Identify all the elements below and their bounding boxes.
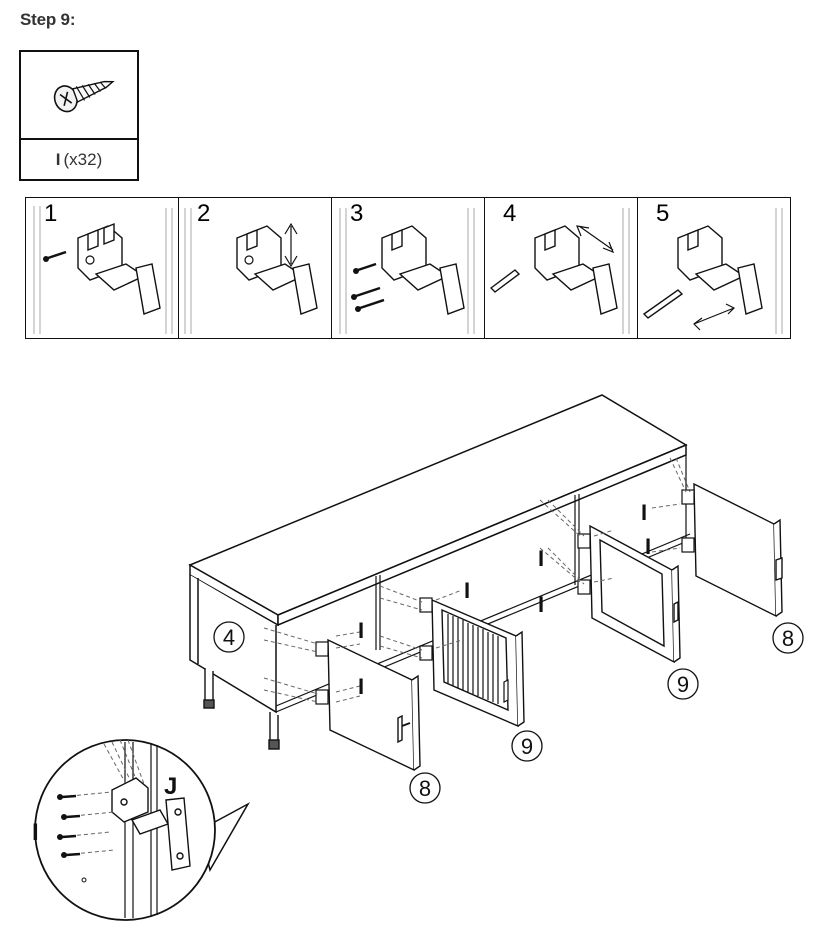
part-letter: I — [55, 149, 61, 169]
svg-text:I: I — [538, 546, 544, 571]
svg-text:I: I — [641, 500, 647, 525]
svg-text:8: 8 — [419, 776, 431, 801]
svg-text:8: 8 — [782, 626, 794, 651]
part-callout-9-right: 9 — [667, 668, 699, 700]
hinge-icon — [642, 208, 783, 334]
callout-text: 4 — [223, 625, 235, 650]
step-panel-3: 3 — [332, 198, 485, 338]
part-quantity: (x32) — [63, 149, 103, 169]
step-number: 4 — [503, 200, 517, 227]
hinge-icon — [339, 208, 475, 334]
step-panel-4: 4 — [485, 198, 638, 338]
svg-text:I: I — [538, 592, 544, 617]
diagonal-arrow-icon — [576, 225, 615, 254]
screw-callouts: I I I I I I I — [358, 500, 651, 699]
step-number: 3 — [350, 200, 364, 227]
door-right — [693, 482, 783, 618]
hinge-icon — [489, 208, 630, 334]
hinge-adjust-steps: 1 2 — [25, 197, 791, 339]
step-title: Step 9: — [20, 10, 76, 29]
hinge-icon — [184, 208, 318, 334]
screwdriver-icon — [642, 289, 684, 319]
screw-guide-lines — [263, 457, 691, 703]
detail-hinge-letter: J — [164, 773, 177, 800]
part-callout-8-left: 8 — [409, 772, 441, 804]
part-callout-4: 4 — [213, 621, 245, 653]
hinge-detail-zoom: I J — [32, 739, 250, 921]
door-left — [327, 638, 421, 772]
door-center-right-glass — [589, 524, 681, 664]
step-panel-5: 5 — [638, 198, 790, 338]
cabinet-legs — [203, 668, 280, 750]
svg-text:9: 9 — [521, 734, 533, 759]
step-number: 2 — [197, 200, 211, 227]
parts-box: I (x32) — [19, 50, 139, 181]
part-callout-9-center: 9 — [511, 730, 543, 762]
screwdriver-icon — [489, 269, 521, 293]
step-panel-1: 1 — [26, 198, 179, 338]
screw-icon — [21, 52, 137, 140]
step-panel-2: 2 — [179, 198, 332, 338]
svg-text:I: I — [645, 534, 651, 559]
svg-text:I: I — [358, 618, 364, 643]
step-number: 5 — [656, 200, 670, 227]
svg-text:I: I — [358, 674, 364, 699]
part-quantity-label: I (x32) — [21, 140, 137, 179]
part-callout-8-right: 8 — [772, 622, 804, 654]
hinge-icon — [33, 206, 173, 334]
diagonal-arrow-icon — [693, 303, 736, 331]
svg-text:I: I — [464, 578, 470, 603]
detail-screw-letter: I — [32, 819, 39, 846]
hinges — [315, 489, 695, 705]
step-number: 1 — [44, 200, 58, 227]
door-slats — [447, 614, 499, 704]
svg-text:9: 9 — [677, 672, 689, 697]
vertical-arrow-icon — [284, 222, 298, 268]
